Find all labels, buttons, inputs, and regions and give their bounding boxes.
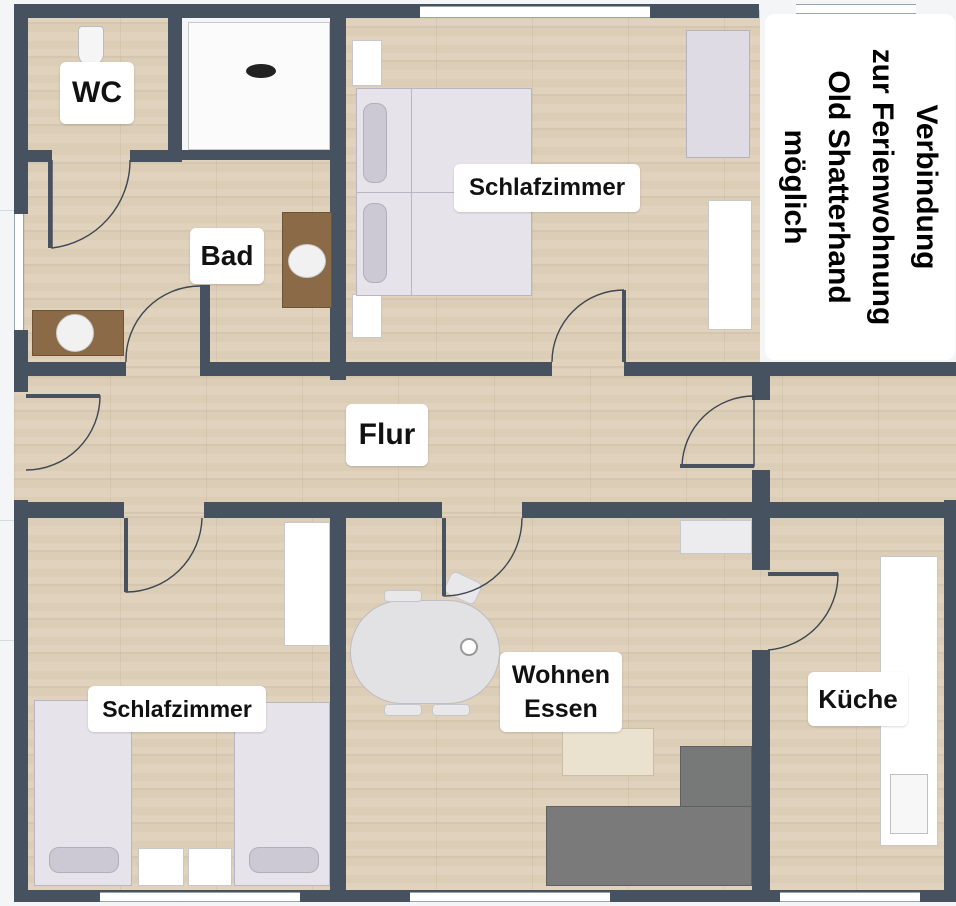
wall-wc-bottom-b — [130, 150, 180, 162]
shower-area — [188, 22, 330, 150]
dining-chair — [432, 704, 470, 716]
room-label-bad: Bad — [190, 228, 264, 284]
pillow — [249, 847, 319, 873]
note-line: möglich — [778, 129, 811, 245]
room-label-schlafzimmer-top: Schlafzimmer — [454, 164, 640, 212]
wall-bedroom-living — [330, 510, 346, 900]
dining-chair — [384, 590, 422, 602]
window-top-right — [796, 4, 916, 14]
door-wc — [51, 159, 131, 249]
window-bottom-a — [100, 892, 300, 902]
wall-bad-inner — [200, 285, 210, 373]
note-line: zur Ferienwohnung — [866, 48, 899, 326]
wall-left-lower — [14, 500, 28, 900]
door-kueche — [767, 573, 839, 651]
wall-flur-bottom-b — [204, 502, 442, 518]
nightstand — [188, 848, 232, 886]
wall-bad-right — [330, 10, 346, 380]
dining-chair — [384, 704, 422, 716]
wc-sink — [56, 314, 94, 352]
door-wohnen — [443, 517, 523, 597]
wall-left-upper — [14, 4, 28, 214]
room-label-wohnen: Wohnen — [511, 661, 611, 689]
wall-wc-right — [168, 10, 182, 162]
note-line: Old Shatterhand — [822, 70, 855, 304]
pillow — [363, 203, 387, 283]
nightstand — [138, 848, 184, 886]
wall-kueche-divider-b — [752, 470, 770, 570]
background-grid-line — [0, 520, 14, 521]
wall-shower-bottom — [168, 150, 340, 160]
wall-kueche-divider-c — [752, 650, 770, 900]
coffee-table — [562, 728, 654, 776]
wall-flur-top-c — [624, 362, 956, 376]
door-flur-entrance — [25, 395, 101, 471]
wall-kueche-divider — [752, 362, 770, 400]
room-label-wohnen-essen: Wohnen Essen — [500, 652, 622, 732]
wall-flur-top-a — [14, 362, 126, 376]
wall-right — [944, 500, 956, 900]
wardrobe — [708, 200, 752, 330]
room-label-kueche: Küche — [808, 672, 908, 726]
wall-flur-bottom-c — [522, 502, 956, 518]
background-grid-line — [0, 210, 14, 211]
shower-head — [246, 64, 276, 78]
single-bed — [234, 702, 330, 886]
window-top — [420, 6, 650, 18]
wall-flur-top-b — [200, 362, 552, 376]
cup — [460, 638, 478, 656]
connection-note-text: Verbindung zur Ferienwohnung Old Shatter… — [772, 17, 948, 357]
room-label-essen: Essen — [524, 695, 598, 723]
door-schlafzimmer-top — [551, 289, 625, 363]
kitchen-sink — [890, 774, 928, 834]
sofa — [546, 806, 752, 886]
desk — [686, 30, 750, 158]
floor-flur — [14, 368, 956, 514]
connection-note: Verbindung zur Ferienwohnung Old Shatter… — [765, 14, 955, 360]
note-line: Verbindung — [910, 104, 943, 270]
door-bad — [125, 285, 201, 363]
room-label-wc: WC — [60, 62, 134, 124]
pillow — [363, 103, 387, 183]
window-left — [14, 214, 24, 330]
background-grid-line — [0, 640, 14, 641]
window-bottom-c — [780, 892, 920, 902]
window-bottom-b — [410, 892, 610, 902]
wardrobe-bedroom — [284, 522, 330, 646]
wall-left-mid — [14, 330, 28, 392]
bathroom-sink — [288, 244, 326, 278]
door-kueche-flur — [681, 395, 755, 467]
toilet — [78, 26, 104, 66]
door-schlafzimmer-bottom — [125, 517, 203, 593]
pillow — [49, 847, 119, 873]
tv-cabinet — [680, 520, 752, 554]
wall-wc-bottom — [28, 150, 52, 162]
wall-flur-bottom-a — [14, 502, 124, 518]
room-label-schlafzimmer-bottom: Schlafzimmer — [88, 686, 266, 732]
nightstand — [352, 40, 382, 86]
room-label-flur: Flur — [346, 404, 428, 466]
